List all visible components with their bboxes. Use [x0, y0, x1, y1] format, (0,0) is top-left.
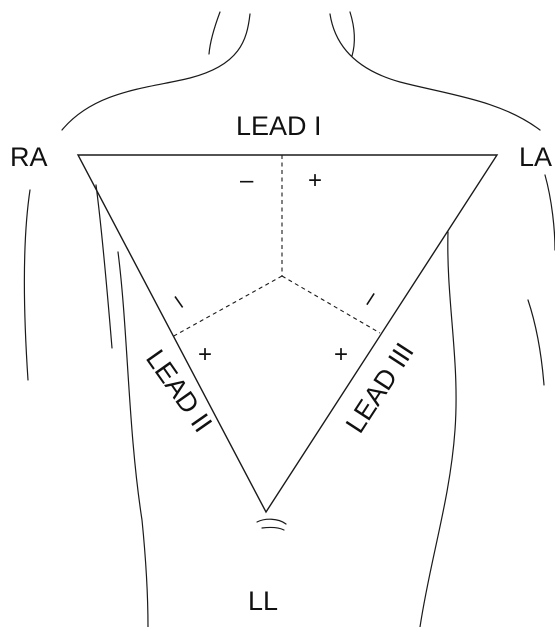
lead-3-negative-sign: –: [354, 285, 384, 311]
neck-left-line: [209, 12, 220, 54]
lead-1-label: LEAD I: [236, 111, 322, 141]
axis-dashed-lines: [172, 155, 380, 337]
einthoven-triangle: [78, 155, 497, 512]
neck-right-line: [350, 12, 354, 56]
right-shoulder-line: [330, 14, 540, 130]
lead-1-negative-sign: –: [240, 167, 254, 194]
lead-1-positive-sign: +: [308, 167, 322, 194]
left-arm-inner-line: [96, 185, 112, 348]
right-arm-lower-line: [528, 300, 544, 385]
electrode-ra-label: RA: [10, 142, 48, 172]
electrode-la-label: LA: [519, 142, 552, 172]
lead-2-positive-sign: +: [198, 341, 212, 368]
left-shoulder-line: [62, 14, 250, 130]
left-waist-line: [118, 252, 148, 627]
left-arm-outer-line: [24, 190, 30, 380]
lead-3-label: LEAD III: [340, 338, 420, 439]
right-waist-line: [420, 232, 456, 627]
lead-2-negative-sign: –: [165, 288, 195, 315]
lead-2-bisector: [172, 276, 282, 337]
navel-mark: [257, 519, 286, 530]
lead-3-positive-sign: +: [334, 341, 348, 368]
right-arm-line: [545, 175, 555, 250]
electrode-ll-label: LL: [248, 586, 278, 616]
torso-outline: [24, 12, 555, 627]
